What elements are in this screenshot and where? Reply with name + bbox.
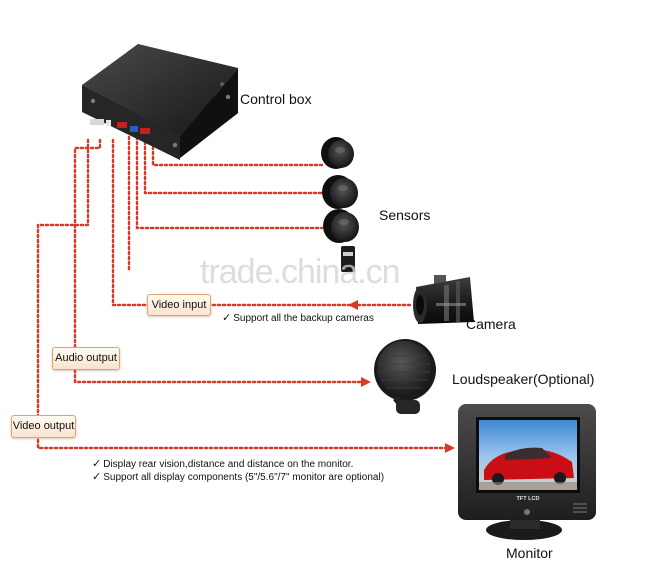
check-icon: ✓	[92, 457, 102, 470]
video-input-tag: Video input	[147, 294, 211, 316]
sensor-1	[321, 137, 354, 169]
control-box-label: Control box	[240, 91, 312, 107]
sensor-line-2	[143, 135, 324, 195]
video-output-tag: Video output	[11, 415, 76, 438]
camera-arrowhead	[348, 300, 358, 310]
monitor-label: Monitor	[506, 545, 553, 561]
monitor-arrowhead	[445, 443, 455, 453]
monitor-brand-text: TFT LCD	[517, 496, 540, 502]
sensors-label: Sensors	[379, 207, 431, 223]
control-box	[82, 44, 238, 160]
display-note-1-text: Display rear vision,distance and distanc…	[103, 459, 354, 470]
display-note-2-text: Support all display components (5"/5.6"/…	[103, 472, 385, 483]
camera-line	[111, 138, 412, 307]
backup-camera	[413, 275, 474, 324]
loudspeaker-arrowhead	[361, 377, 371, 387]
arrowheads	[348, 300, 455, 453]
sensor-3	[323, 209, 359, 243]
check-icon: ✓	[222, 311, 232, 324]
sensor-line-3	[135, 135, 324, 230]
monitor: TFT LCD	[458, 404, 596, 540]
check-icon: ✓	[92, 470, 102, 483]
audio-output-tag: Audio output	[52, 347, 120, 370]
display-note-1: ✓Display rear vision,distance and distan…	[92, 457, 353, 471]
camera-support-note: ✓Support all the backup cameras	[222, 311, 374, 325]
loudspeaker	[374, 339, 436, 414]
loudspeaker-label: Loudspeaker(Optional)	[452, 371, 595, 387]
video-output-line	[36, 138, 448, 450]
watermark-text: trade.china.cn	[200, 253, 401, 291]
sensor-4	[341, 246, 355, 272]
connection-lines	[36, 135, 448, 450]
audio-line	[73, 138, 364, 384]
display-note-2: ✓Support all display components (5"/5.6"…	[92, 470, 384, 484]
camera-support-text: Support all the backup cameras	[233, 313, 374, 324]
sensor-2	[322, 175, 358, 209]
camera-label: Camera	[466, 316, 516, 332]
